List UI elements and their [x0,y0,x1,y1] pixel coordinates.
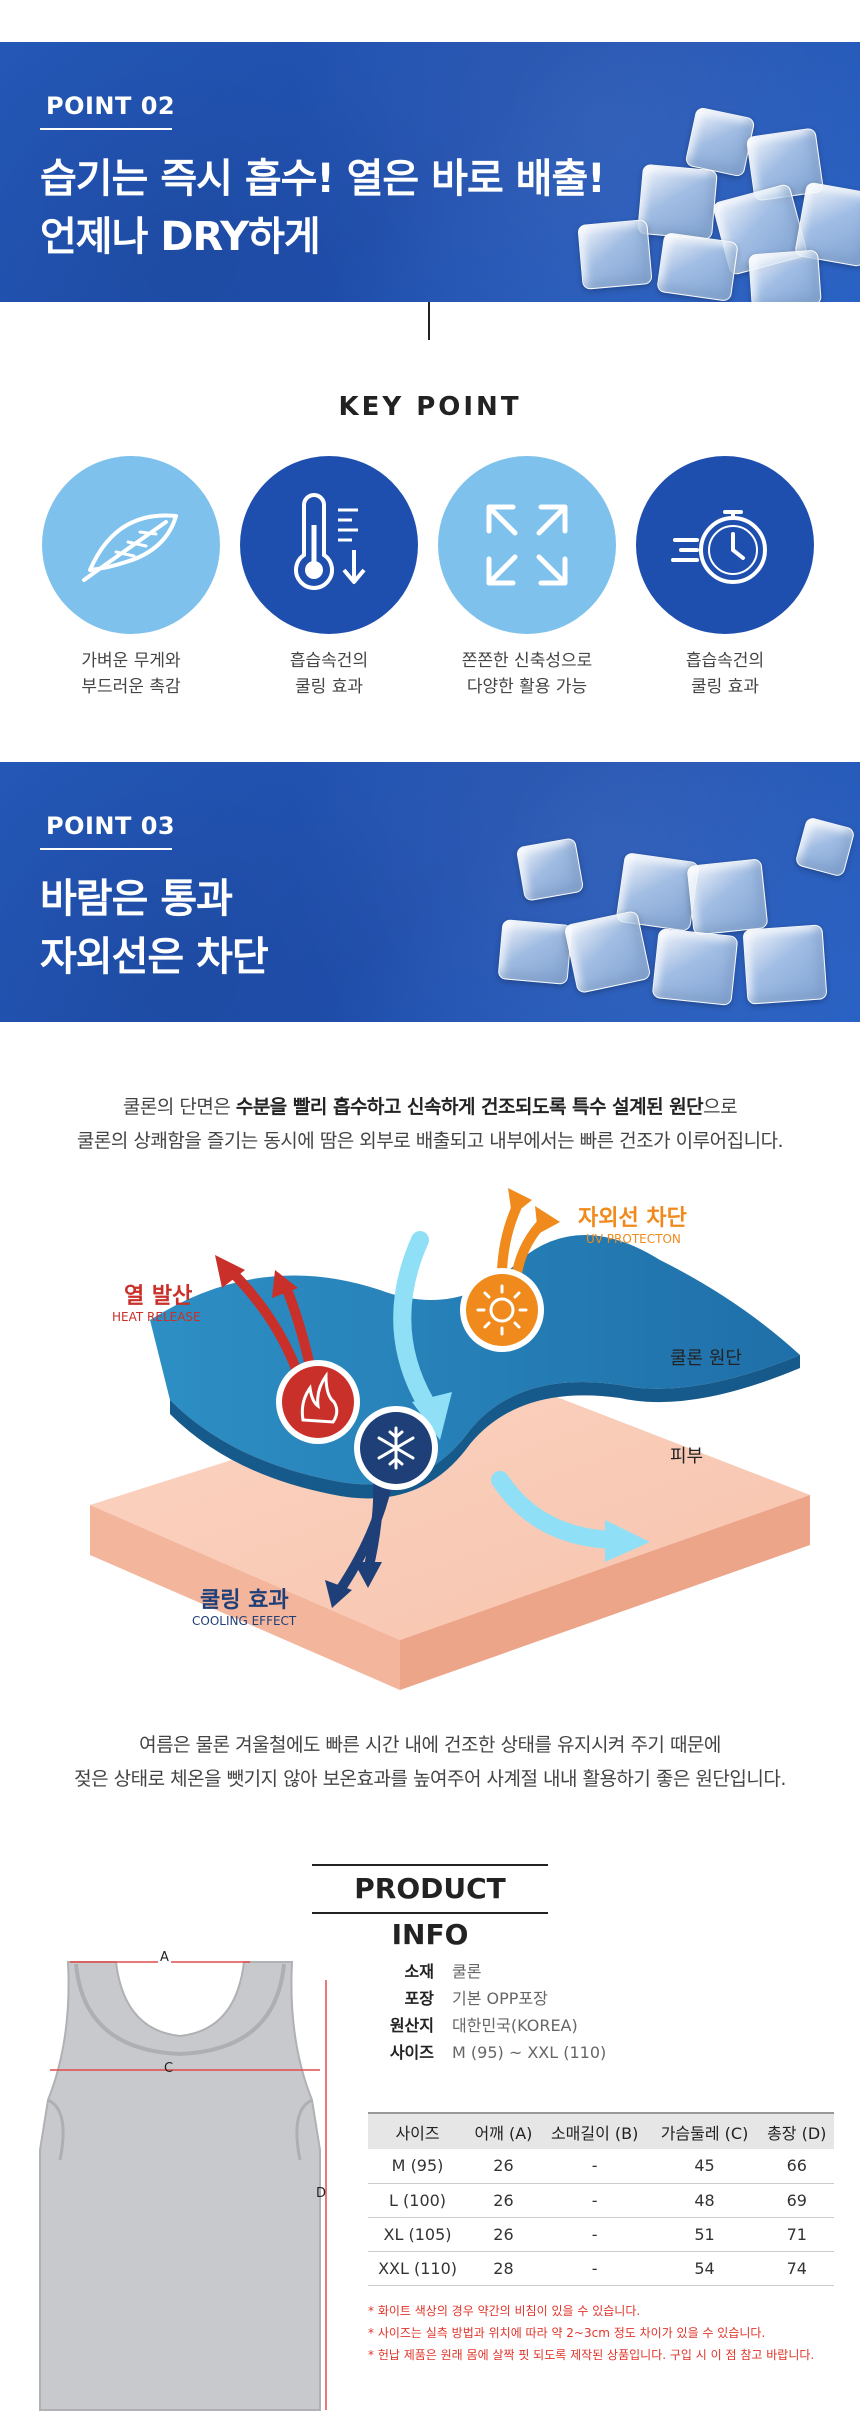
point2-label: POINT 02 [46,92,176,120]
description-text: 쿨론의 단면은 수분을 빨리 흡수하고 신속하게 건조되도록 특수 설계된 원단… [0,1090,860,1158]
point3-underline [40,848,172,850]
point2-headline-2: 언제나 DRY하게 [40,214,321,260]
heat-label-en: HEAT RELEASE [112,1310,201,1324]
key-point-text-3: 쫀쫀한 신축성으로 다양한 활용 가능 [427,648,627,700]
key-point-3-line1: 쫀쫀한 신축성으로 [461,651,593,671]
dimension-d-label: D [316,2186,327,2201]
key-point-text-1: 가벼운 무게와 부드러운 촉감 [31,648,231,700]
description-bold: 수분을 빨리 흡수하고 신속하게 건조되도록 특수 설계된 원단 [235,1096,704,1118]
divider-vertical [428,302,430,340]
cool-label-en: COOLING EFFECT [192,1614,297,1628]
shoulder-col-header: 어깨 (A) [467,2112,540,2149]
size-table-header: 사이즈 어깨 (A) 소매길이 (B) 가슴둘레 (C) 총장 (D) [368,2112,834,2149]
chest-col-header: 가슴둘레 (C) [649,2112,760,2149]
description-line-2: 쿨론의 상쾌함을 즐기는 동시에 땀은 외부로 배출되고 내부에서는 빠른 건조… [76,1130,784,1152]
key-point-circle-1 [42,456,220,634]
fabric-diagram [90,1188,810,1690]
point2-underline [40,128,172,130]
dimension-a-label: A [158,1950,171,1965]
key-point-text-4: 흡습속건의 쿨링 효과 [625,648,825,700]
skin-layer [90,1375,810,1640]
dimension-c-label: C [164,2061,174,2076]
point3-label: POINT 03 [46,812,176,840]
size-col-header: 사이즈 [368,2112,468,2149]
stopwatch-icon [671,510,767,584]
heat-label-ko: 열 발산 [124,1284,193,1309]
expand-arrows-icon [486,504,568,586]
key-point-circle-4 [636,456,814,634]
key-point-4-line1: 흡습속건의 [685,651,765,671]
key-point-3-line2: 다양한 활용 가능 [466,677,588,697]
tank-top-image [39,1961,327,2411]
description2-text: 여름은 물론 겨울철에도 빠른 시간 내에 건조한 상태를 유지시켜 주기 때문… [0,1728,860,1796]
product-info-title: PRODUCT INFO [312,1864,548,1951]
skin-label: 피부 [670,1446,704,1467]
ice-cubes-image [540,106,860,302]
point2-banner: POINT 02 습기는 즉시 흡수! 열은 바로 배출! 언제나 DRY하게 [0,42,860,302]
point2-headline-1: 습기는 즉시 흡수! 열은 바로 배출! [40,156,606,202]
description2-line-1: 여름은 물론 겨울철에도 빠른 시간 내에 건조한 상태를 유지시켜 주기 때문… [139,1734,721,1756]
thermometer-icon [294,493,366,590]
cool-label-ko: 쿨링 효과 [200,1588,289,1613]
uv-label-ko: 자외선 차단 [578,1206,687,1231]
key-point-circle-2 [240,456,418,634]
uv-label-en: UV PROTECTON [586,1232,681,1246]
key-point-title: KEY POINT [338,392,522,422]
key-point-2-line2: 쿨링 효과 [295,677,363,697]
fabric-label: 쿨론 원단 [670,1348,742,1369]
note-2: * 사이즈는 실측 방법과 위치에 따라 약 2~3cm 정도 차이가 있을 수… [368,2326,766,2340]
description-line-1: 쿨론의 단면은 수분을 빨리 흡수하고 신속하게 건조되도록 특수 설계된 원단… [122,1096,738,1118]
length-col-header: 총장 (D) [759,2112,834,2149]
size-table: 사이즈 어깨 (A) 소매길이 (B) 가슴둘레 (C) 총장 (D) M (9… [368,2112,834,2286]
point3-headline-1: 바람은 통과 [40,876,233,922]
feather-icon [82,513,178,582]
key-point-1-line1: 가벼운 무게와 [81,651,181,671]
ice-cubes-image [460,816,860,1022]
key-point-1-line2: 부드러운 촉감 [81,677,181,697]
note-3: * 헌납 제품은 원래 몸에 살짝 핏 되도록 제작된 상품입니다. 구입 시 … [368,2348,815,2362]
point3-headline-2: 자외선은 차단 [40,934,269,980]
description2-line-2: 젖은 상태로 체온을 뺏기지 않아 보온효과를 높여주어 사계절 내내 활용하기… [74,1768,786,1790]
note-1: * 화이트 색상의 경우 약간의 비침이 있을 수 있습니다. [368,2304,641,2318]
key-point-2-line1: 흡습속건의 [289,651,369,671]
key-point-4-line2: 쿨링 효과 [691,677,759,697]
point3-banner: POINT 03 바람은 통과 자외선은 차단 [0,762,860,1022]
key-point-circle-3 [438,456,616,634]
key-point-text-2: 흡습속건의 쿨링 효과 [229,648,429,700]
sleeve-col-header: 소매길이 (B) [539,2112,650,2149]
